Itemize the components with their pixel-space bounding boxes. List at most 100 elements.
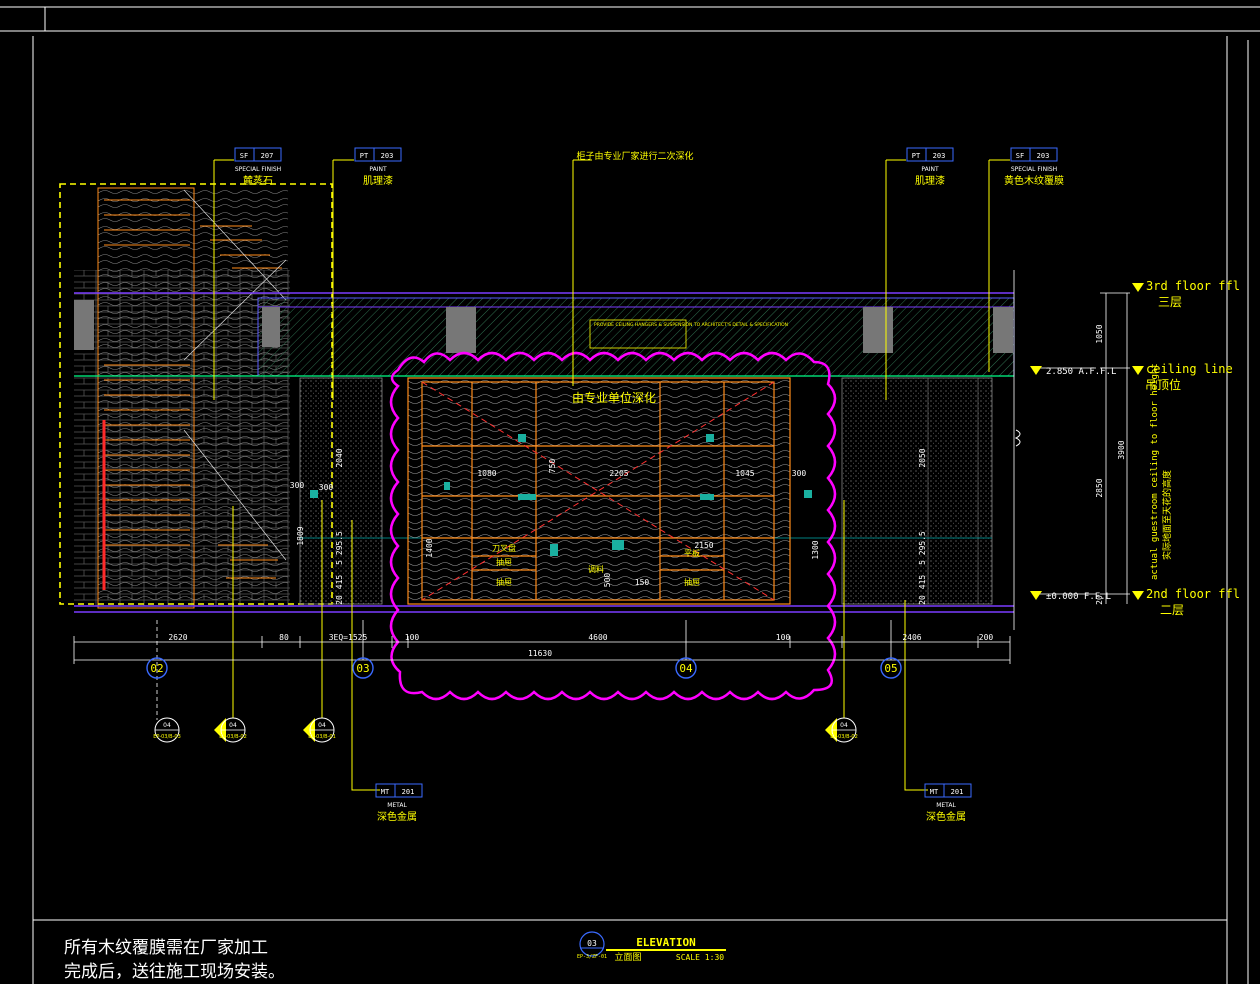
tag-pt203b: PT 203 PAINT 肌理漆 <box>906 147 954 187</box>
tag-type: METAL <box>387 802 407 809</box>
svg-text:三层: 三层 <box>1158 295 1182 309</box>
label-dish: 平板 <box>684 548 700 558</box>
title-block: 03 EP-3/ZF-01 ELEVATION 立面图 SCALE 1:30 <box>577 931 726 963</box>
svg-text:20: 20 <box>335 595 344 605</box>
svg-text:EP-03/B-02: EP-03/B-02 <box>219 734 247 740</box>
svg-text:2040: 2040 <box>335 448 344 467</box>
cabinet-elevation <box>310 377 812 605</box>
label-sink: 调料 <box>588 564 604 574</box>
svg-text:1300: 1300 <box>811 540 820 559</box>
svg-text:ceiling line: ceiling line <box>1146 362 1233 376</box>
svg-text:80: 80 <box>279 633 289 642</box>
tag-type: SPECIAL FINISH <box>235 166 281 173</box>
svg-text:2406: 2406 <box>902 633 921 642</box>
svg-text:二层: 二层 <box>1160 603 1184 617</box>
svg-text:±0.000 F.F.L: ±0.000 F.F.L <box>1046 592 1111 602</box>
tag-leaders <box>213 159 1010 791</box>
svg-text:1400: 1400 <box>425 538 434 557</box>
svg-text:1809: 1809 <box>296 526 305 545</box>
tag-name: 深色金属 <box>926 810 966 823</box>
tag-name: 黄色木纹覆膜 <box>1004 174 1064 187</box>
label-drawer: 抽屉 <box>496 577 512 587</box>
tag-name: 肌理漆 <box>915 174 945 187</box>
cabinet-title: 由专业单位深化 <box>572 390 656 405</box>
stone-panels <box>299 377 993 605</box>
section-callout: 04 EP-03/B-02 <box>825 717 858 743</box>
section-callout: 04 EP-03/B-01 <box>303 717 336 743</box>
svg-text:2nd floor ffl: 2nd floor ffl <box>1146 587 1240 601</box>
svg-text:实际地面至天花的高度: 实际地面至天花的高度 <box>1161 470 1173 560</box>
svg-text:3rd floor ffl: 3rd floor ffl <box>1146 279 1240 293</box>
svg-text:415: 415 <box>335 575 344 590</box>
svg-text:300: 300 <box>792 469 807 478</box>
svg-text:EP-03/B-02: EP-03/B-02 <box>830 734 858 740</box>
tag-code: SF <box>240 152 248 160</box>
cabinet-note: 柜子由专业厂家进行二次深化 <box>576 150 693 162</box>
tag-mt201a: MT 201 METAL 深色金属 <box>375 783 423 823</box>
svg-text:1045: 1045 <box>735 469 754 478</box>
tag-type: PAINT <box>369 166 387 173</box>
section-callouts: 04 EP-03/B-03 04 EP-03/B-02 04 EP-03/B-0… <box>153 717 858 743</box>
tag-type: METAL <box>936 802 956 809</box>
svg-text:吊顶位: 吊顶位 <box>1145 377 1181 392</box>
svg-text:2150: 2150 <box>694 541 713 550</box>
tag-code: SF <box>1016 152 1024 160</box>
svg-text:100: 100 <box>776 633 791 642</box>
grid-markers: 02 03 04 05 <box>146 620 902 720</box>
label-drawer: 抽屉 <box>496 557 512 567</box>
tag-type: PAINT <box>921 166 939 173</box>
tag-code: PT <box>360 152 369 160</box>
footer-note-line-1: 所有木纹覆膜需在厂家加工 <box>64 938 268 958</box>
svg-text:02: 02 <box>150 662 163 675</box>
svg-text:5 295.5: 5 295.5 <box>918 531 927 565</box>
section-callout: 04 EP-03/B-02 <box>214 717 247 743</box>
label-knife: 刀叉盘 <box>492 543 516 553</box>
tag-number: 203 <box>381 152 394 160</box>
svg-text:04: 04 <box>318 722 326 729</box>
svg-text:05: 05 <box>884 662 897 675</box>
svg-text:11630: 11630 <box>528 649 552 658</box>
svg-text:03: 03 <box>356 662 369 675</box>
grid-bubble-04: 04 <box>675 657 697 679</box>
tag-number: 201 <box>402 788 415 796</box>
tag-pt203a: PT 203 PAINT 肌理漆 <box>354 147 402 187</box>
tag-code: MT <box>930 788 939 796</box>
svg-text:04: 04 <box>679 662 693 675</box>
svg-text:415: 415 <box>918 575 927 590</box>
svg-text:300: 300 <box>319 483 334 492</box>
level-markers: 3rd floor ffl 三层 ceiling line 吊顶位 2.850 … <box>1013 270 1240 630</box>
ceiling-hanger-note: PROVIDE CEILING HANGERS & SUSPENSION TO … <box>594 322 788 328</box>
drawing-frame <box>0 6 1260 984</box>
bottom-dimensions: 2620 80 3EQ=1525 100 4600 100 2406 200 1… <box>73 633 1011 664</box>
title-ref: EP-3/ZF-01 <box>577 954 607 960</box>
grid-bubble-05: 05 <box>880 657 902 679</box>
svg-text:2050: 2050 <box>918 448 927 467</box>
svg-text:20: 20 <box>1095 595 1104 605</box>
svg-text:2205: 2205 <box>609 469 628 478</box>
title-subtitle: 立面图 <box>614 951 641 963</box>
floor-slab <box>74 292 1015 613</box>
svg-text:04: 04 <box>163 722 171 729</box>
section-callout: 04 EP-03/B-03 <box>153 717 181 743</box>
svg-text:4600: 4600 <box>588 633 607 642</box>
stair-section <box>59 183 333 609</box>
tag-sf207: SF 207 SPECIAL FINISH 麓蒸石 <box>234 147 282 187</box>
svg-text:1050: 1050 <box>1095 324 1104 343</box>
svg-text:EP-03/B-01: EP-03/B-01 <box>308 734 336 740</box>
title-scale: SCALE 1:30 <box>676 953 724 962</box>
svg-text:04: 04 <box>229 722 237 729</box>
tag-name: 肌理漆 <box>363 174 393 187</box>
svg-text:200: 200 <box>979 633 994 642</box>
svg-text:150: 150 <box>635 578 650 587</box>
svg-text:EP-03/B-03: EP-03/B-03 <box>153 734 181 740</box>
title-text: ELEVATION <box>636 936 696 949</box>
svg-text:100: 100 <box>405 633 420 642</box>
tag-type: SPECIAL FINISH <box>1011 166 1057 173</box>
svg-text:750: 750 <box>548 459 557 474</box>
title-number: 03 <box>587 939 597 948</box>
revision-cloud <box>389 351 837 701</box>
svg-text:2850: 2850 <box>1095 478 1104 497</box>
tag-name: 深色金属 <box>377 810 417 823</box>
label-drawer: 抽屉 <box>684 577 700 587</box>
